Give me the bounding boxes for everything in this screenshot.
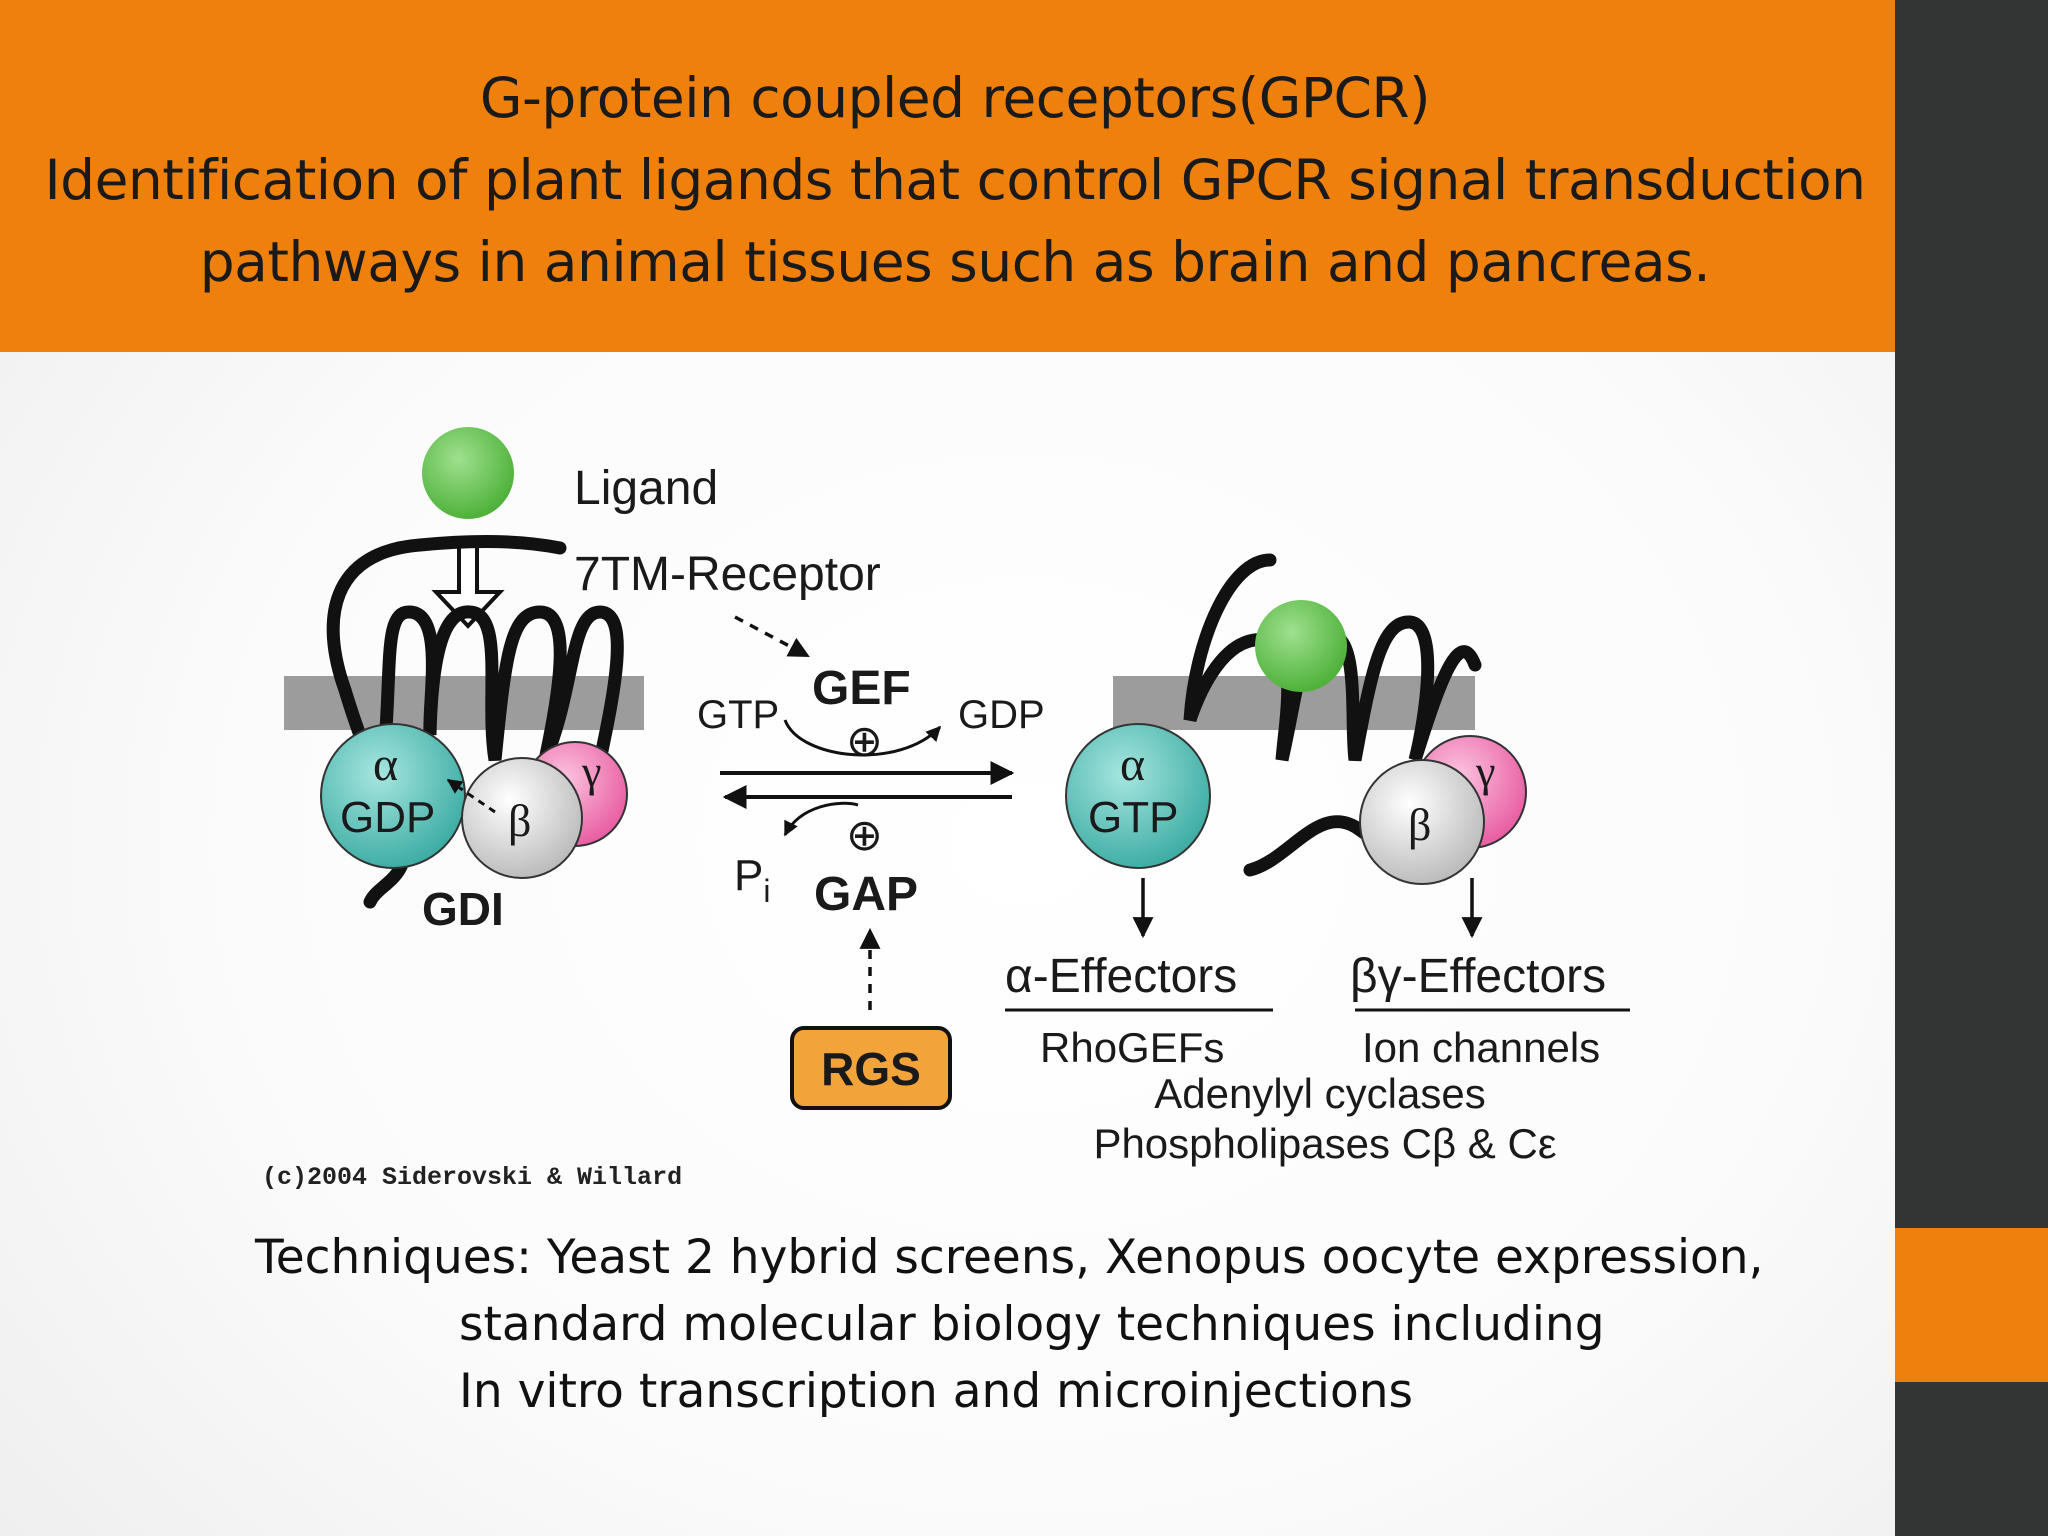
copyright-label: (c)2004 Siderovski & Willard <box>262 1163 682 1192</box>
beta-active-subunit-icon <box>1359 759 1485 885</box>
gap-label: GAP <box>814 868 918 921</box>
slide-subtitle-line-2: pathways in animal tissues such as brain… <box>199 230 1711 294</box>
gtp-exchange-curve <box>783 719 942 757</box>
receptor-to-gef-arrow <box>734 615 810 658</box>
alpha-label: α <box>373 738 398 791</box>
receptor-loop-left <box>326 535 624 793</box>
gef-label: GEF <box>812 662 911 715</box>
techniques-text: Techniques: Yeast 2 hybrid screens, Xeno… <box>255 1224 1855 1425</box>
alpha-gtp-label: GTP <box>1088 793 1178 842</box>
alpha-effectors-label: α-Effectors <box>1005 950 1237 1003</box>
ligand-label: Ligand <box>574 462 718 515</box>
gtp-label: GTP <box>697 693 779 737</box>
techniques-line-1: Techniques: Yeast 2 hybrid screens, Xeno… <box>255 1230 1764 1285</box>
beta-label: β <box>508 795 531 846</box>
adenylyl-cyclases-label: Adenylyl cyclases <box>1154 1070 1485 1117</box>
gdi-label: GDI <box>422 883 504 935</box>
alpha-subunit-icon <box>320 723 466 869</box>
receptor-label: 7TM-Receptor <box>574 548 881 601</box>
gdi-dashed-arrow <box>446 778 496 814</box>
alpha-active-label: α <box>1120 738 1145 791</box>
techniques-line-3: In vitro transcription and microinjectio… <box>459 1364 1413 1419</box>
ion-channels-label: Ion channels <box>1362 1024 1600 1071</box>
betagamma-effectors-label: βγ-Effectors <box>1350 950 1606 1003</box>
slide-subtitle-line-1: Identification of plant ligands that con… <box>44 148 1866 212</box>
alpha-gdp-label: GDP <box>340 793 435 842</box>
phospholipases-label: Phospholipases Cβ & Cε <box>1093 1120 1556 1167</box>
beta-subunit-icon <box>461 757 583 879</box>
slide-title: G-protein coupled receptors(GPCR) <box>479 66 1431 130</box>
alpha-active-subunit-icon <box>1065 723 1211 869</box>
ligand-binding-arrow <box>431 538 505 629</box>
gamma-label: γ <box>581 747 601 796</box>
bound-ligand-icon <box>1255 600 1347 692</box>
gef-plus-icon: ⊕ <box>846 717 883 766</box>
pi-label: Pi <box>734 851 770 909</box>
rgs-box <box>790 1026 952 1110</box>
beta-active-label: β <box>1408 799 1431 850</box>
right-side-accent <box>1895 1228 2048 1382</box>
techniques-line-2: standard molecular biology techniques in… <box>459 1297 1605 1352</box>
ligand-icon <box>422 427 514 519</box>
title-banner: G-protein coupled receptors(GPCR) Identi… <box>0 0 1910 352</box>
rgs-label: RGS <box>821 1043 921 1095</box>
gap-hydrolysis-curve <box>783 801 859 837</box>
rhogefs-label: RhoGEFs <box>1040 1024 1224 1071</box>
gamma-active-label: γ <box>1475 747 1495 796</box>
gap-plus-icon: ⊕ <box>846 811 883 860</box>
gpcr-cycle-diagram: Ligand 7TM-Receptor α GDP β γ GDI GEF GT… <box>262 427 1630 1192</box>
gdp-label: GDP <box>958 693 1045 737</box>
